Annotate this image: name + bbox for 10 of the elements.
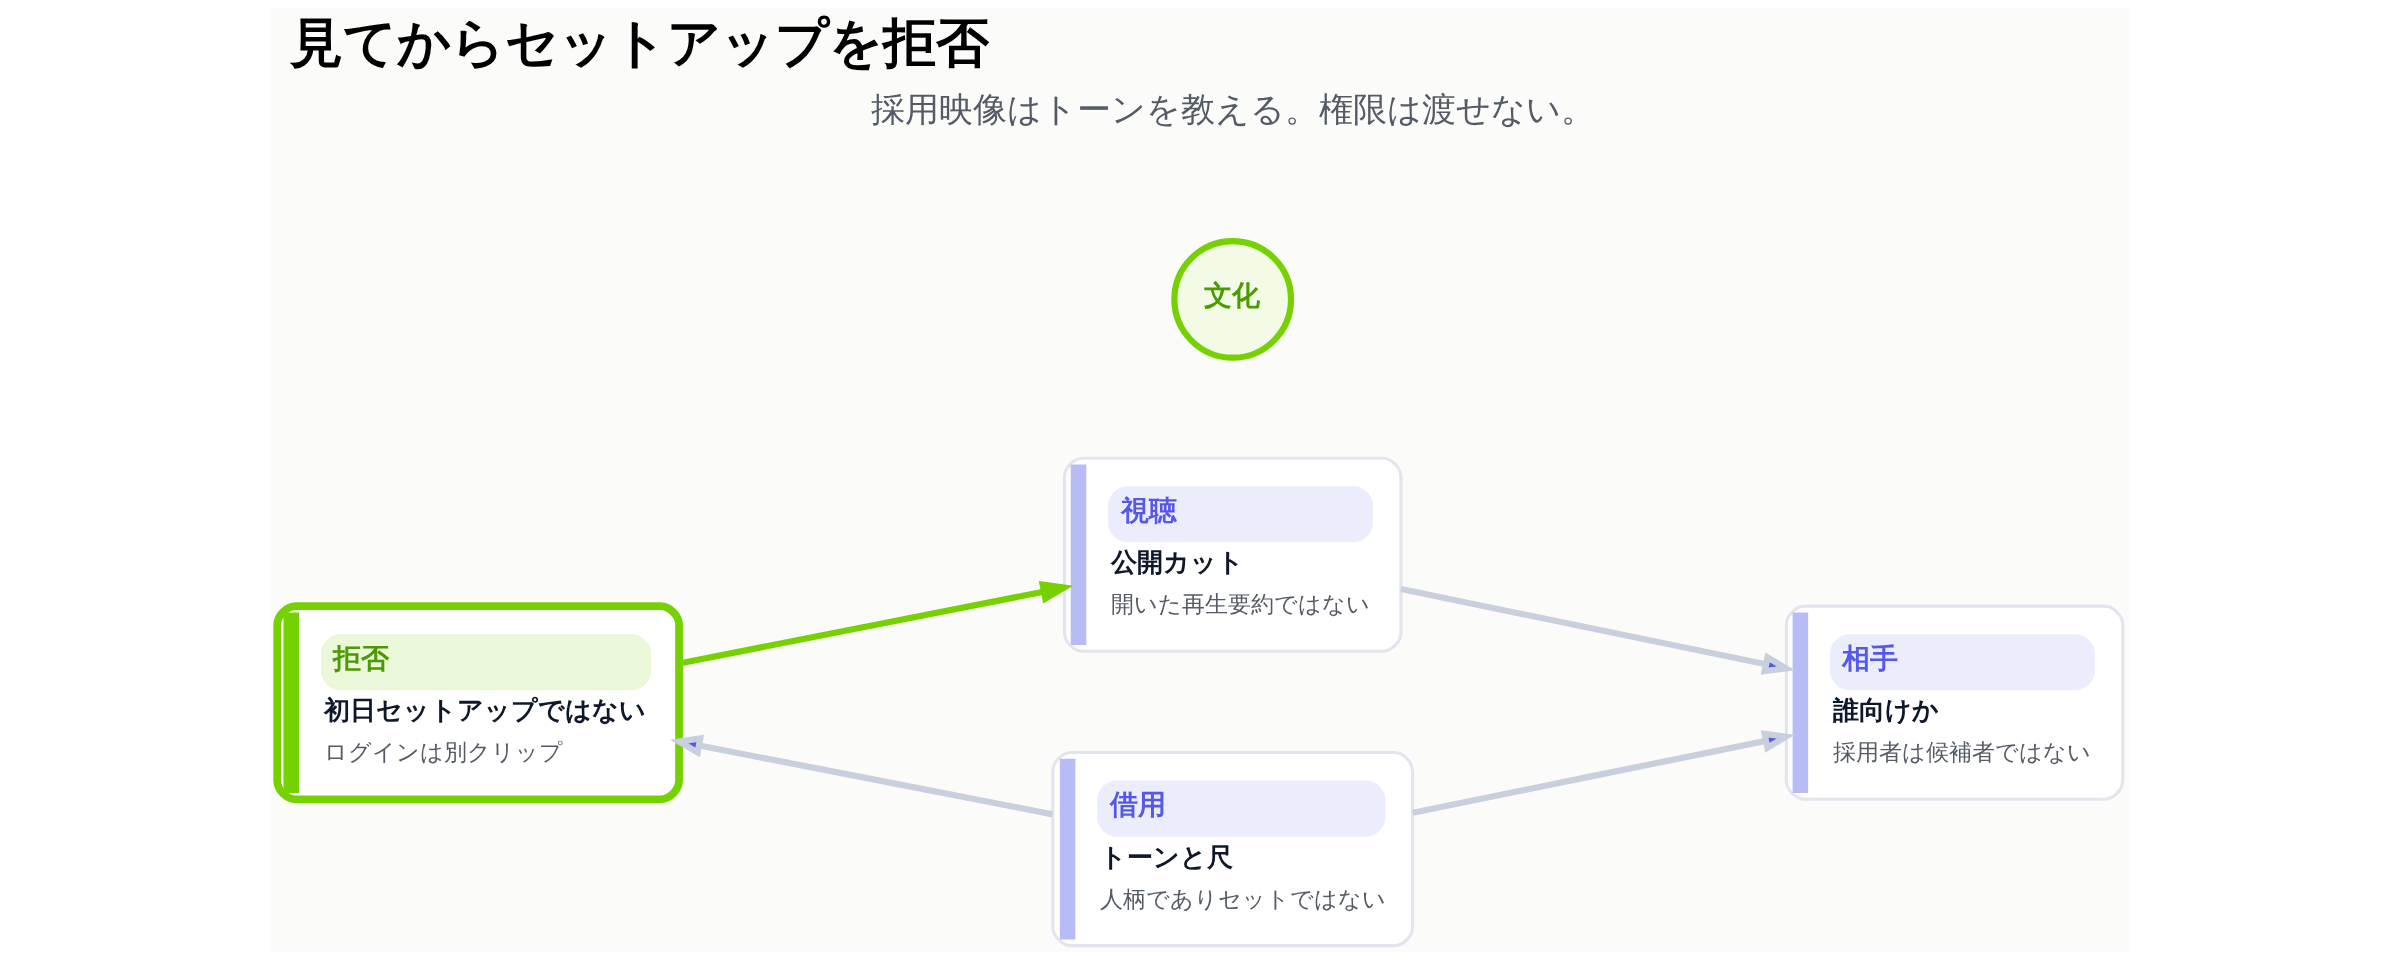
label: 採用映像はトーンを教える。権限は渡せない。 — [870, 89, 1595, 130]
node-box: 相手 誰向けか 採用者は候補者ではない — [1784, 604, 2125, 801]
diagram-title: 見てからセットアップを拒否 — [289, 12, 989, 74]
arrow — [1412, 730, 1796, 816]
node-box: 拒否 初日セットアップではない ログインは別クリップ — [273, 602, 683, 804]
arrow — [669, 734, 1054, 818]
node-box: 借用 トーンと尺 人柄でありセットではない — [1051, 751, 1415, 948]
node-circle: 文化 — [1171, 237, 1295, 361]
arrow — [1400, 586, 1796, 675]
node-box: 視聴 公開カット 開いた再生要約ではない — [1062, 456, 1403, 653]
